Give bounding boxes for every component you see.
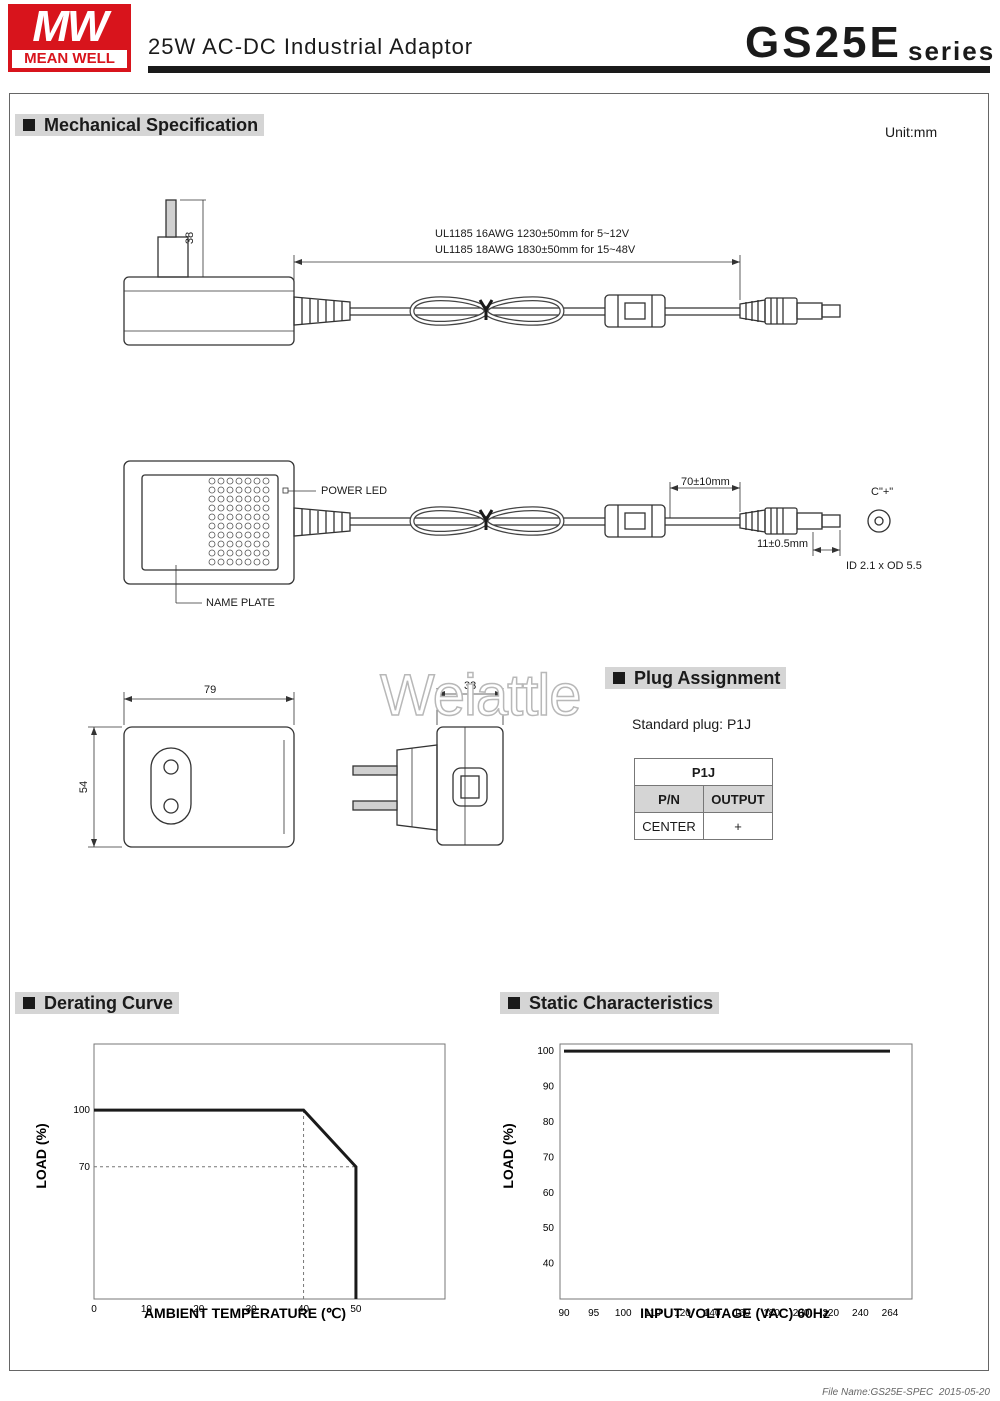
derating-plot-area	[93, 1043, 446, 1300]
static-plot-area	[559, 1043, 913, 1300]
static-x-tick-label: 240	[852, 1308, 869, 1319]
derating-x-tick-label: 20	[193, 1304, 205, 1315]
cable-spec-1: UL1185 16AWG 1230±50mm for 5~12V	[435, 228, 630, 240]
static-x-tick-label: 90	[558, 1308, 570, 1319]
derating-x-tick-label: 40	[298, 1304, 310, 1315]
cable-spec-2: UL1185 18AWG 1830±50mm for 15~48V	[435, 244, 636, 256]
section-plug-title: Plug Assignment	[605, 667, 787, 689]
static-x-tick-label: 140	[704, 1308, 721, 1319]
section-mechanical-title: Mechanical Specification	[15, 114, 265, 136]
derating-y-tick-label: 100	[73, 1105, 90, 1116]
plug-polarity: C"+"	[871, 486, 894, 498]
vent-grid	[208, 477, 270, 566]
static-y-tick-label: 80	[543, 1117, 555, 1128]
bullet-square-icon	[23, 119, 35, 131]
dim-height: 54	[78, 780, 91, 794]
derating-chart: 0 10 20 30 40 50 70 100 AMBIENT TEMPERATURE (℃)…	[33, 1043, 446, 1321]
dim-core: 70±10mm	[681, 476, 730, 488]
standard-plug-label: Standard plug: P1J	[632, 716, 752, 732]
plug-pin-table: P1J P/N OUTPUT CENTER +	[634, 758, 773, 840]
brand-logo: MW MEAN WELL	[8, 4, 131, 72]
static-x-tick-label: 264	[882, 1308, 899, 1319]
logo-name: MEAN WELL	[12, 50, 127, 68]
static-x-tick-label: 100	[615, 1308, 632, 1319]
dim-width: 79	[204, 684, 217, 696]
pin-table-header-output: OUTPUT	[703, 785, 773, 813]
derating-x-axis-label: AMBIENT TEMPERATURE (℃)	[144, 1305, 346, 1321]
pin-table-header-pn: P/N	[634, 785, 704, 813]
static-y-tick-label: 70	[543, 1152, 555, 1163]
static-y-axis-label: LOAD (%)	[500, 1123, 516, 1188]
bullet-square-icon	[23, 997, 35, 1009]
derating-x-tick-label: 50	[350, 1304, 362, 1315]
static-x-tick-label: 180	[763, 1308, 780, 1319]
static-x-tick-label: 95	[588, 1308, 600, 1319]
derating-y-axis-label: LOAD (%)	[33, 1123, 49, 1188]
static-x-axis-label: INPUT VOLTAGE (VAC) 60Hz	[640, 1305, 830, 1321]
dim-tip: 11±0.5mm	[757, 538, 809, 550]
model-name: GS25E	[745, 18, 902, 67]
plug-size: ID 2.1 x OD 5.5	[846, 560, 922, 572]
footer: File Name:GS25E-SPEC 2015-05-20	[822, 1387, 990, 1398]
logo-mark: MW	[32, 2, 108, 51]
pin-table-cell-output: +	[703, 812, 773, 840]
spec-frame	[9, 93, 989, 1371]
label-power-led: POWER LED	[321, 485, 388, 497]
unit-label: Unit:mm	[885, 124, 938, 140]
label-name-plate: NAME PLATE	[206, 597, 275, 609]
page-title: 25W AC-DC Industrial Adaptor	[148, 34, 474, 59]
static-x-tick-label: 220	[822, 1308, 839, 1319]
watermark: Weiattle	[379, 662, 582, 729]
section-derating-title: Derating Curve	[15, 992, 180, 1014]
static-x-tick-label: 120	[674, 1308, 691, 1319]
static-y-tick-label: 90	[543, 1082, 555, 1093]
derating-y-tick-label: 70	[79, 1162, 91, 1173]
derating-series-line	[94, 1108, 358, 1299]
static-x-tick-label: 200	[793, 1308, 810, 1319]
dim-depth: 33	[464, 680, 477, 692]
header-rule	[148, 66, 990, 73]
footer-file-name: File Name:GS25E-SPEC	[822, 1387, 934, 1398]
bullet-square-icon	[508, 997, 520, 1009]
pin-table-title: P1J	[634, 758, 773, 786]
derating-x-tick-label: 30	[246, 1304, 258, 1315]
static-x-tick-label: 160	[733, 1308, 750, 1319]
bullet-square-icon	[613, 672, 625, 684]
static-y-tick-label: 40	[543, 1259, 555, 1270]
static-x-tick-label: 110	[645, 1308, 661, 1319]
static-chart: 90 95 100 110 120 140 160 180 200 220 240 264 40 50 60…	[500, 1043, 913, 1321]
static-y-tick-label: 60	[543, 1188, 555, 1199]
derating-x-tick-label: 0	[91, 1304, 97, 1315]
static-y-tick-label: 50	[543, 1223, 555, 1234]
section-static-title: Static Characteristics	[500, 992, 720, 1014]
pin-table-cell-pn: CENTER	[634, 812, 704, 840]
footer-date: 2015-05-20	[938, 1387, 990, 1398]
dim-pin-length: 38	[184, 231, 197, 245]
static-y-tick-label: 100	[537, 1046, 554, 1057]
derating-x-tick-label: 10	[141, 1304, 153, 1315]
series-label: series	[908, 36, 996, 66]
